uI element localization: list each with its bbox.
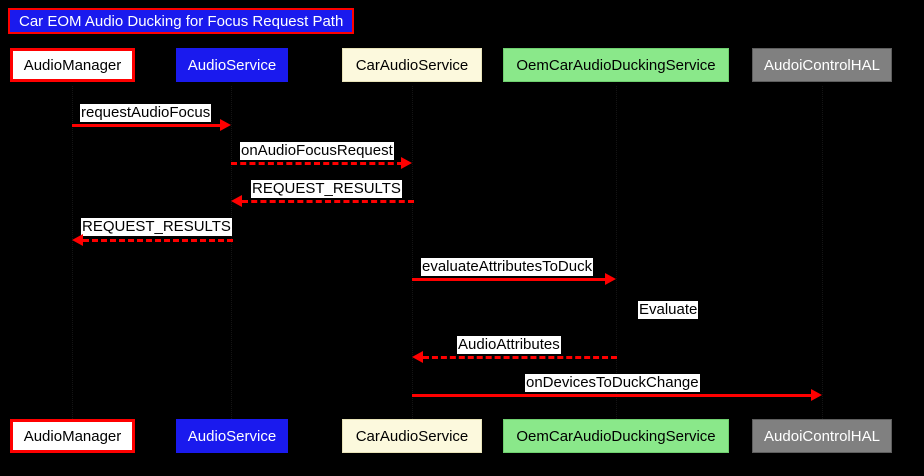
message-label-on-audio-focus-request: onAudioFocusRequest [240, 142, 394, 160]
diagram-title: Car EOM Audio Ducking for Focus Request … [8, 8, 355, 34]
participant-label: CarAudioService [355, 56, 469, 74]
participant-audio-manager-top[interactable]: AudioManager [10, 48, 135, 82]
message-line-request-results-1 [242, 200, 414, 203]
arrow-head-left-icon [231, 195, 242, 207]
participant-audio-service-bottom[interactable]: AudioService [176, 419, 288, 453]
message-label-request-results-1: REQUEST_RESULTS [251, 180, 402, 198]
participant-oem-car-audio-ducking-service-top[interactable]: OemCarAudioDuckingService [503, 48, 729, 82]
participant-audoi-control-hal-top[interactable]: AudoiControlHAL [752, 48, 892, 82]
arrow-head-left-icon [412, 351, 423, 363]
message-label-evaluate-attributes-to-duck: evaluateAttributesToDuck [421, 258, 594, 276]
message-line-on-audio-focus-request [231, 162, 403, 165]
participant-label: AudioService [187, 427, 277, 445]
participant-label: OemCarAudioDuckingService [516, 427, 716, 445]
message-line-request-results-2 [83, 239, 233, 242]
participant-label: AudioService [187, 56, 277, 74]
message-line-request-audio-focus [72, 124, 222, 127]
participant-car-audio-service-top[interactable]: CarAudioService [342, 48, 482, 82]
participant-label: AudoiControlHAL [764, 56, 880, 74]
message-label-audio-attributes: AudioAttributes [457, 336, 561, 354]
message-line-on-devices-to-duck-change [412, 394, 813, 397]
arrow-head-right-icon [220, 119, 231, 131]
arrow-head-right-icon [401, 157, 412, 169]
participant-label: AudioManager [23, 56, 122, 74]
participant-audoi-control-hal-bottom[interactable]: AudoiControlHAL [752, 419, 892, 453]
participant-label: CarAudioService [355, 427, 469, 445]
message-line-audio-attributes [423, 356, 617, 359]
arrow-head-right-icon [605, 273, 616, 285]
participant-label: AudioManager [23, 427, 122, 445]
message-line-evaluate-attributes-to-duck [412, 278, 607, 281]
arrow-head-right-icon [811, 389, 822, 401]
message-label-request-results-2: REQUEST_RESULTS [81, 218, 232, 236]
message-label-on-devices-to-duck-change: onDevicesToDuckChange [525, 374, 700, 392]
lifeline-audio-manager [72, 86, 74, 419]
participant-audio-service-top[interactable]: AudioService [176, 48, 288, 82]
lifeline-audoi-control-hal [822, 86, 824, 419]
participant-label: AudoiControlHAL [764, 427, 880, 445]
lifeline-oem-car-audio-ducking-service [616, 86, 618, 419]
diagram-title-text: Car EOM Audio Ducking for Focus Request … [19, 12, 344, 30]
participant-label: OemCarAudioDuckingService [516, 56, 716, 74]
message-label-request-audio-focus: requestAudioFocus [80, 104, 212, 122]
participant-audio-manager-bottom[interactable]: AudioManager [10, 419, 135, 453]
lifeline-audio-service [231, 86, 233, 419]
arrow-head-left-icon [72, 234, 83, 246]
participant-car-audio-service-bottom[interactable]: CarAudioService [342, 419, 482, 453]
note-evaluate: Evaluate [638, 301, 699, 319]
lifeline-car-audio-service [412, 86, 414, 419]
participant-oem-car-audio-ducking-service-bottom[interactable]: OemCarAudioDuckingService [503, 419, 729, 453]
